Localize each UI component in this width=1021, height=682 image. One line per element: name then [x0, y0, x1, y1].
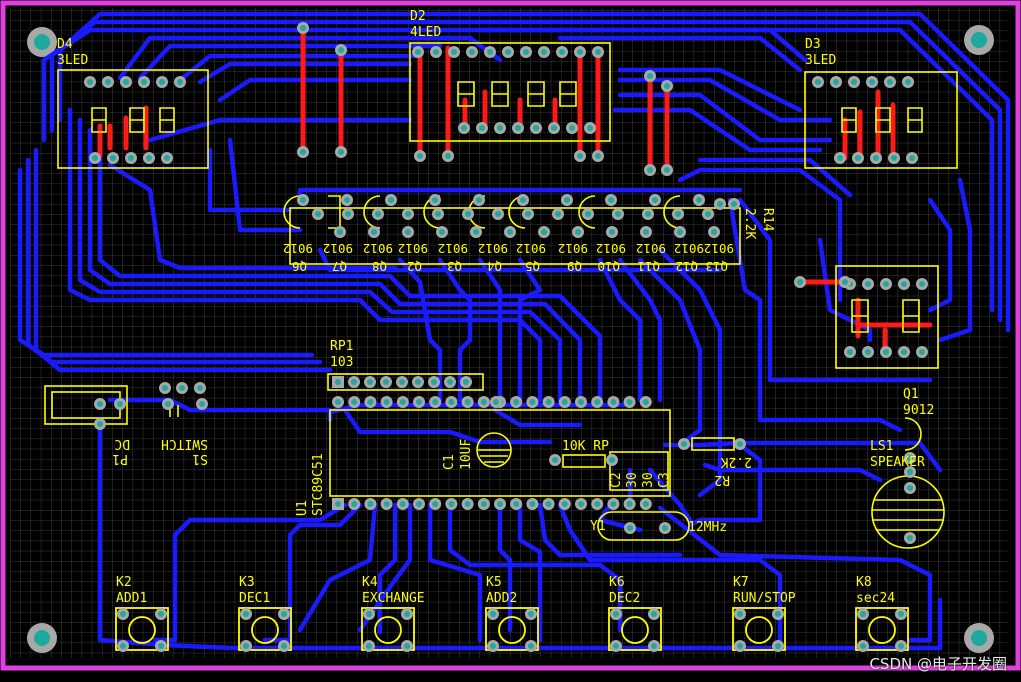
resistor-10k-value: 10K RP — [562, 439, 609, 454]
c2-value: 30 — [625, 472, 640, 488]
red-traces — [97, 27, 933, 355]
u1-value: STC89C51 — [311, 453, 326, 516]
key-ref: K7 — [733, 575, 749, 590]
key-label: RUN/STOP — [733, 591, 796, 606]
transistor-label: Q9 — [567, 259, 582, 274]
y1-value: 12MHz — [688, 520, 727, 535]
transistor-value: 9012 — [596, 241, 626, 256]
d4-ref: D4 — [57, 37, 73, 52]
y1-ref: Y1 — [590, 519, 606, 534]
key-ref: K2 — [116, 575, 132, 590]
u1-ref: U1 — [295, 500, 310, 516]
r2-ref: R2 — [714, 472, 730, 487]
d4-value: 3LED — [57, 53, 88, 68]
c2-ref: C2 — [609, 472, 624, 488]
d3-ref: D3 — [805, 37, 821, 52]
p1-ref: P1 — [112, 451, 128, 466]
q1-ref: Q1 — [903, 387, 919, 402]
watermark: CSDN @电子开发圈 — [869, 655, 1007, 673]
key-ref: K6 — [609, 575, 625, 590]
transistor-label: Q6 — [292, 259, 307, 274]
r14-ref: R14 — [760, 208, 775, 232]
transistor-label: Q11 — [637, 259, 660, 274]
key-ref: K5 — [486, 575, 502, 590]
transistor-label: Q2 — [407, 259, 422, 274]
c3-ref: C3 — [657, 472, 672, 488]
transistor-value: 9012 — [363, 241, 393, 256]
transistor-value: 9012 — [438, 241, 468, 256]
key-label: ADD2 — [486, 591, 517, 606]
key-label: ADD1 — [116, 591, 147, 606]
r2-value: 2.2K — [721, 454, 752, 469]
component-pads — [84, 22, 928, 652]
s1-value: SWITCH — [161, 436, 208, 451]
rp1-ref: RP1 — [330, 339, 353, 354]
q1-value: 9012 — [903, 403, 934, 418]
d2-value: 4LED — [410, 25, 441, 40]
key-ref: K4 — [362, 575, 378, 590]
transistor-value: 9012 — [558, 241, 588, 256]
key-ref: K3 — [239, 575, 255, 590]
transistor-value: 9012 — [704, 241, 734, 256]
transistor-value: 9012 — [516, 241, 546, 256]
s1-ref: S1 — [192, 451, 208, 466]
mounting-holes — [27, 25, 994, 653]
transistor-label: Q5 — [525, 259, 540, 274]
key-label: sec24 — [856, 591, 895, 606]
transistor-value: 9012 — [674, 241, 704, 256]
key-label: EXCHANGE — [362, 591, 425, 606]
key-switch-outlines — [115, 607, 909, 651]
rp1-value: 103 — [330, 355, 353, 370]
transistor-label: Q3 — [447, 259, 462, 274]
transistor-value: 9012 — [398, 241, 428, 256]
key-label: DEC2 — [609, 591, 640, 606]
transistor-value: 9012 — [478, 241, 508, 256]
ls1-ref: LS1 — [870, 439, 893, 454]
transistor-value: 9012 — [283, 241, 313, 256]
transistor-value: 9012 — [323, 241, 353, 256]
transistor-label: Q13 — [705, 259, 728, 274]
c3-value: 30 — [641, 472, 656, 488]
p1-value: DC — [114, 436, 130, 451]
d3-value: 3LED — [805, 53, 836, 68]
transistor-label: Q8 — [372, 259, 387, 274]
key-ref: K8 — [856, 575, 872, 590]
transistor-label: Q12 — [675, 259, 698, 274]
transistor-label: Q10 — [597, 259, 620, 274]
c1-ref: C1 — [442, 454, 457, 470]
d2-ref: D2 — [410, 9, 426, 24]
r14-value: 2.2K — [742, 208, 757, 239]
c1-value: 10UF — [459, 439, 474, 470]
transistor-value: 9012 — [636, 241, 666, 256]
key-label: DEC1 — [239, 591, 270, 606]
transistor-label: Q4 — [487, 259, 502, 274]
transistor-label: Q7 — [332, 259, 347, 274]
ls1-value: SPEAKER — [870, 455, 925, 470]
